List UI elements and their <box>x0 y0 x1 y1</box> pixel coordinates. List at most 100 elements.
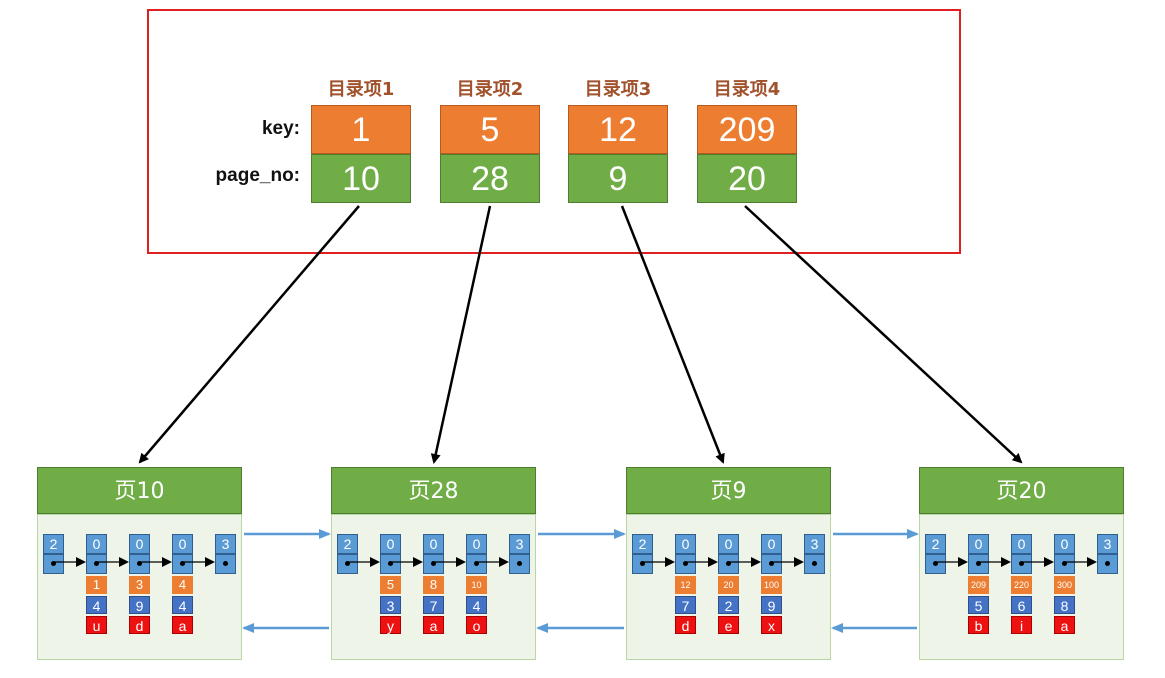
record-value-cell: d <box>675 616 696 634</box>
page-pointer-arrow <box>430 205 492 464</box>
directory-entry-label: 目录项2 <box>456 79 524 100</box>
directory-page-box <box>147 9 961 254</box>
key-row-label: key: <box>261 118 300 139</box>
page-body: 2 0 209 5 b 0 220 6 i 0 300 8 a 3 <box>919 514 1124 660</box>
record-value-cell: a <box>1054 616 1075 634</box>
record-column-cell: 3 <box>380 596 401 614</box>
record-header-value: 2 <box>925 534 946 554</box>
directory-entry-label: 目录项1 <box>327 79 395 100</box>
directory-page-no-cell: 28 <box>440 154 540 203</box>
record-key-cell: 220 <box>1011 576 1032 594</box>
page-header: 页28 <box>331 467 536 514</box>
directory-page-no-cell: 20 <box>697 154 797 203</box>
record-value-cell: i <box>1011 616 1032 634</box>
record-value-cell: e <box>718 616 739 634</box>
pointer-dot <box>812 561 817 566</box>
record-header-value: 2 <box>632 534 653 554</box>
directory-page-no-cell: 9 <box>568 154 668 203</box>
pointer-dot <box>1105 561 1110 566</box>
record-value-cell: x <box>761 616 782 634</box>
record-value-cell: a <box>172 616 193 634</box>
record-value-cell: y <box>380 616 401 634</box>
record-header-value: 3 <box>804 534 825 554</box>
record-header-value: 0 <box>968 534 989 554</box>
record-column-cell: 2 <box>718 596 739 614</box>
record-key-cell: 5 <box>380 576 401 594</box>
record-header-value: 3 <box>215 534 236 554</box>
page-header: 页10 <box>37 467 242 514</box>
record-header-value: 0 <box>1011 534 1032 554</box>
pointer-dot <box>137 561 142 566</box>
record-header-value: 2 <box>337 534 358 554</box>
page-no-row-label: page_no: <box>215 165 300 186</box>
page-header: 页9 <box>626 467 831 514</box>
record-column-cell: 9 <box>761 596 782 614</box>
pointer-dot <box>94 561 99 566</box>
record-header-value: 3 <box>1097 534 1118 554</box>
record-value-cell: o <box>466 616 487 634</box>
pointer-dot <box>431 561 436 566</box>
page-pointer-arrow <box>620 205 725 464</box>
record-header-value: 0 <box>675 534 696 554</box>
record-header-value: 0 <box>172 534 193 554</box>
record-column-cell: 4 <box>466 596 487 614</box>
record-key-cell: 1 <box>86 576 107 594</box>
record-header-value: 0 <box>423 534 444 554</box>
pointer-dot <box>1019 561 1024 566</box>
record-value-cell: b <box>968 616 989 634</box>
record-header-value: 0 <box>718 534 739 554</box>
pointer-dot <box>180 561 185 566</box>
record-header-value: 0 <box>129 534 150 554</box>
pointer-dot <box>517 561 522 566</box>
record-header-value: 0 <box>466 534 487 554</box>
record-column-cell: 7 <box>423 596 444 614</box>
record-header-value: 0 <box>761 534 782 554</box>
pointer-dot <box>769 561 774 566</box>
record-column-cell: 8 <box>1054 596 1075 614</box>
record-column-cell: 7 <box>675 596 696 614</box>
pointer-dot <box>388 561 393 566</box>
pointer-dot <box>933 561 938 566</box>
pointer-dot <box>976 561 981 566</box>
record-column-cell: 4 <box>172 596 193 614</box>
pointer-dot <box>223 561 228 566</box>
record-key-cell: 100 <box>761 576 782 594</box>
record-key-cell: 12 <box>675 576 696 594</box>
record-column-cell: 6 <box>1011 596 1032 614</box>
pointer-dot <box>51 561 56 566</box>
record-key-cell: 209 <box>968 576 989 594</box>
page-header: 页20 <box>919 467 1124 514</box>
page-pointer-arrow <box>138 205 360 464</box>
directory-key-cell: 12 <box>568 105 668 154</box>
directory-page-no-cell: 10 <box>311 154 411 203</box>
pointer-dot <box>683 561 688 566</box>
record-header-value: 0 <box>86 534 107 554</box>
record-key-cell: 3 <box>129 576 150 594</box>
record-key-cell: 20 <box>718 576 739 594</box>
record-column-cell: 4 <box>86 596 107 614</box>
record-header-value: 0 <box>380 534 401 554</box>
directory-entry-label: 目录项4 <box>713 79 781 100</box>
record-key-cell: 300 <box>1054 576 1075 594</box>
directory-key-cell: 5 <box>440 105 540 154</box>
record-header-value: 0 <box>1054 534 1075 554</box>
record-key-cell: 4 <box>172 576 193 594</box>
record-key-cell: 10 <box>466 576 487 594</box>
directory-key-cell: 1 <box>311 105 411 154</box>
record-column-cell: 9 <box>129 596 150 614</box>
data-page: 页20 2 0 209 5 b 0 220 6 i 0 300 8 a 3 <box>919 467 1124 660</box>
record-header-value: 3 <box>509 534 530 554</box>
pointer-dot <box>474 561 479 566</box>
record-header-value: 2 <box>43 534 64 554</box>
pointer-dot <box>345 561 350 566</box>
pointer-dot <box>640 561 645 566</box>
record-value-cell: a <box>423 616 444 634</box>
record-column-cell: 5 <box>968 596 989 614</box>
pointer-dot <box>726 561 731 566</box>
